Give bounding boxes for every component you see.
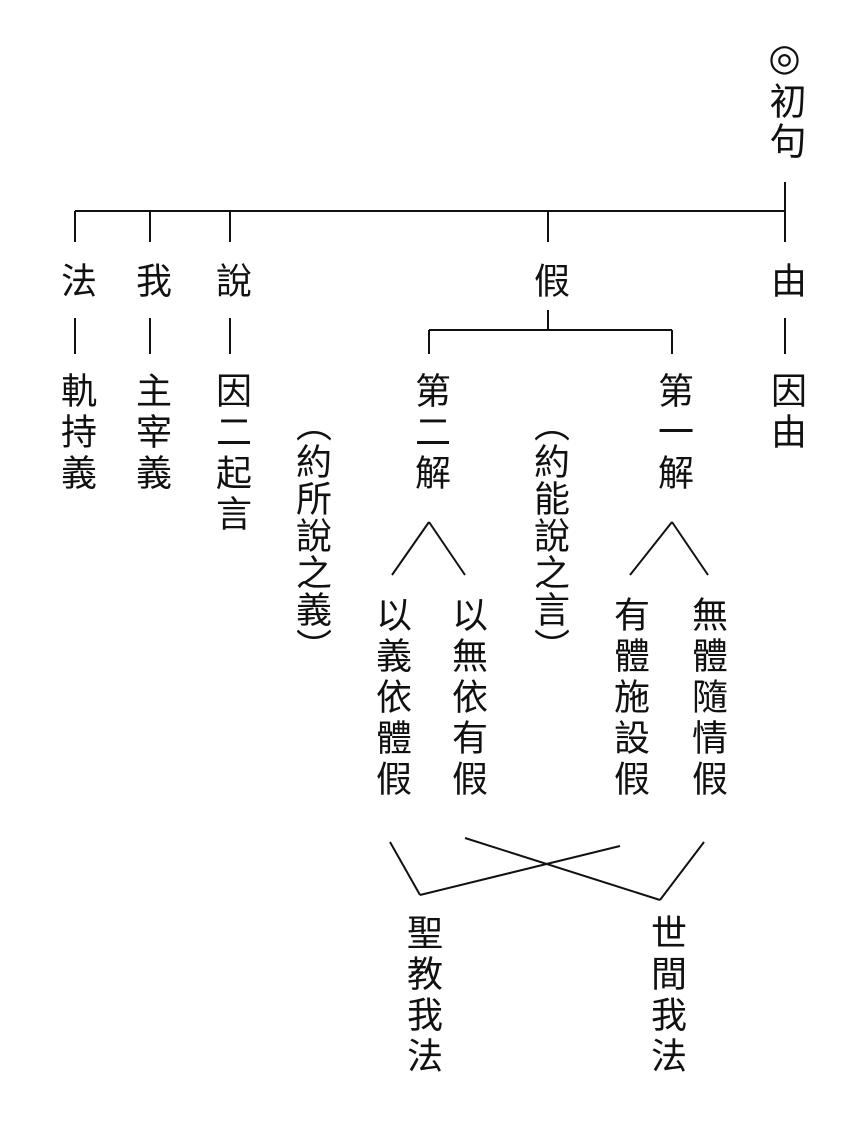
shuo-meaning: 因二起言 bbox=[210, 372, 251, 536]
term-jia: 假 bbox=[528, 262, 569, 303]
note-neng-shuo: （約能說之言） bbox=[528, 406, 569, 665]
worldly-right-line bbox=[659, 841, 705, 901]
sacred-left-line bbox=[389, 841, 421, 896]
note-suo-shuo: （約所說之義） bbox=[290, 406, 331, 665]
result-sacred-teaching: 聖教我法 bbox=[401, 914, 442, 1078]
result-worldly: 世間我法 bbox=[645, 914, 686, 1078]
first-fork-left-line bbox=[629, 521, 673, 576]
term-wo: 我 bbox=[130, 262, 171, 303]
term-shuo: 說 bbox=[210, 262, 251, 303]
root-heading: ◎初句 bbox=[763, 36, 806, 162]
wo-meaning: 主宰義 bbox=[130, 372, 171, 495]
term-fa: 法 bbox=[55, 262, 96, 303]
fa-meaning: 軌持義 bbox=[55, 372, 96, 495]
sacred-right-line bbox=[419, 845, 621, 896]
second-fork-right-line bbox=[428, 521, 466, 576]
item-yi-yi-ti-jia: 以義依體假 bbox=[370, 596, 411, 801]
interpretation-first-label: 第一解 bbox=[652, 372, 693, 495]
term-you: 由 bbox=[765, 262, 806, 303]
first-fork-right-line bbox=[671, 521, 709, 576]
you-meaning: 因由 bbox=[765, 372, 806, 454]
item-wu-ti-sui-qing-jia: 無體隨情假 bbox=[686, 596, 727, 801]
item-yi-wu-yi-you-jia: 以無依有假 bbox=[446, 596, 487, 801]
worldly-left-line bbox=[464, 837, 661, 901]
second-fork-left-line bbox=[391, 521, 430, 576]
interpretation-second-label: 第二解 bbox=[409, 372, 450, 495]
item-you-ti-shi-she-jia: 有體施設假 bbox=[608, 596, 649, 801]
